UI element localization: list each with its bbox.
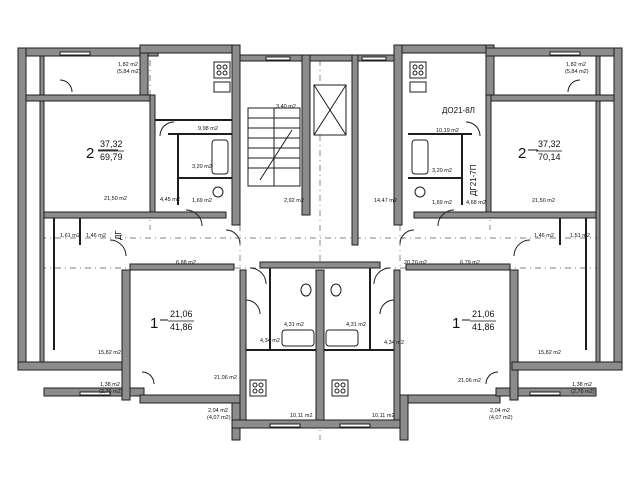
area-lift: 14,47 m2 — [374, 198, 397, 204]
area-corridor-w: 6,88 m2 — [176, 260, 196, 266]
area-balcony-nw: 1,82 m2 — [118, 62, 138, 68]
svg-text:37,32: 37,32 — [100, 139, 123, 149]
area-wc-nw: 1,69 m2 — [192, 198, 212, 204]
svg-text:41,86: 41,86 — [472, 322, 495, 332]
area-loggia-se: 2,04 m2 — [490, 408, 510, 414]
apartment-nw: 2 37,32 69,79 — [86, 139, 124, 162]
area-balcony-ne-sub: (5,84 m2) — [565, 69, 589, 75]
area-corridor-e: 20,20 m2 — [404, 260, 427, 266]
area-hall-nw: 4,45 m2 — [160, 197, 180, 203]
door-code-ne: ДО21-8Л — [442, 106, 475, 115]
area-loggia-sw-sub: (4,07 m2) — [207, 415, 231, 421]
area-lobby-w: 2,92 m2 — [284, 198, 304, 204]
svg-text:41,86: 41,86 — [170, 322, 193, 332]
area-labels: 1,82 m2 (5,84 m2) 1,82 m2 (5,84 m2) 9,98… — [60, 62, 595, 421]
area-bath-se: 4,31 m2 — [346, 322, 366, 328]
area-balc-se: 1,38 m2 — [572, 382, 592, 388]
area-hall-se: 4,34 m2 — [384, 340, 404, 346]
door-code-nw-side: ДГ — [114, 230, 123, 240]
area-balc-se-sub: (2,76 m2) — [571, 389, 595, 395]
svg-text:1: 1 — [452, 315, 460, 332]
area-kitchen-ne: 10,19 m2 — [436, 128, 459, 134]
area-corridor-e2: 6,79 m2 — [460, 260, 480, 266]
area-room-ne: 21,50 m2 — [532, 198, 555, 204]
svg-text:2: 2 — [86, 145, 94, 162]
area-store-nw: 1,61 m2 — [60, 233, 80, 239]
area-room-e: 15,82 m2 — [538, 350, 561, 356]
area-store-nw2: 1,46 m2 — [86, 233, 106, 239]
svg-text:69,79: 69,79 — [100, 152, 123, 162]
area-room-se: 21,06 m2 — [458, 378, 481, 384]
kitchen-fixtures — [213, 61, 427, 397]
apartment-ne: 2 37,32 70,14 — [518, 139, 562, 162]
area-loggia-sw: 2,04 m2 — [208, 408, 228, 414]
area-bath-ne: 3,20 m2 — [432, 168, 452, 174]
partitions — [53, 119, 587, 351]
area-balcony-nw-sub: (5,84 m2) — [117, 69, 141, 75]
area-kitchen-se: 10,11 m2 — [372, 413, 395, 419]
svg-text:70,14: 70,14 — [538, 152, 561, 162]
area-room-sw: 21,06 m2 — [214, 375, 237, 381]
area-store-ne2: 1,51 m2 — [570, 233, 590, 239]
area-loggia-se-sub: (4,07 m2) — [489, 415, 513, 421]
svg-text:21,06: 21,06 — [170, 309, 193, 319]
area-balc-sw: 1,38 m2 — [100, 382, 120, 388]
svg-text:21,06: 21,06 — [472, 309, 495, 319]
svg-text:1: 1 — [150, 315, 158, 332]
exterior-walls — [17, 44, 623, 441]
area-wc-ne: 1,69 m2 — [432, 200, 452, 206]
area-balcony-ne: 1,82 m2 — [566, 62, 586, 68]
staircase — [247, 107, 301, 187]
area-room-nw: 21,50 m2 — [104, 196, 127, 202]
lift-shaft — [313, 84, 347, 136]
area-kitchen-nw: 9,98 m2 — [198, 126, 218, 132]
area-hall-ne: 4,68 m2 — [466, 200, 486, 206]
area-stair: 3,40 m2 — [276, 104, 296, 110]
area-kitchen-sw: 10,11 m2 — [290, 413, 313, 419]
area-store-ne: 1,46 m2 — [534, 233, 554, 239]
doors — [59, 79, 581, 385]
bathroom-fixtures — [211, 139, 429, 347]
area-room-w: 15,82 m2 — [98, 350, 121, 356]
area-bath-sw: 4,31 m2 — [284, 322, 304, 328]
area-bath-nw: 3,20 m2 — [192, 164, 212, 170]
apartment-se: 1 21,06 41,86 — [452, 309, 496, 332]
area-balc-sw-sub: (2,76 m2) — [99, 389, 123, 395]
apartment-sw: 1 21,06 41,86 — [150, 309, 194, 332]
door-code-ne-side: ДГ21-7П — [469, 164, 478, 196]
window-marks — [59, 51, 581, 428]
svg-text:37,32: 37,32 — [538, 139, 561, 149]
area-hall-sw: 4,34 m2 — [260, 338, 280, 344]
svg-text:2: 2 — [518, 145, 526, 162]
